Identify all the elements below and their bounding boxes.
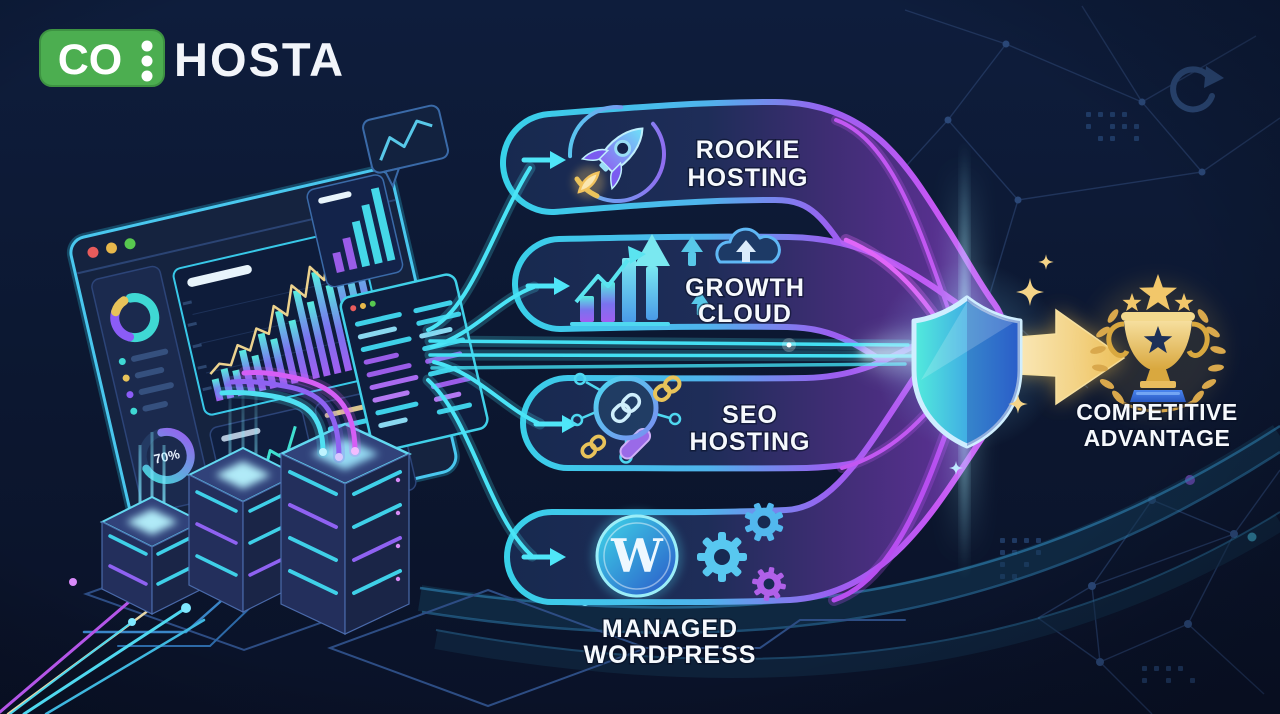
speech-bubble-chart (362, 104, 450, 189)
outcome-label-line2: ADVANTAGE (1084, 425, 1231, 451)
service-label-line1: MANAGED (602, 615, 738, 643)
dashboard-illustration: 70% (66, 104, 489, 544)
window-traffic-lights-icon (87, 238, 136, 258)
logo-green-box (39, 29, 165, 87)
service-label-line2: HOSTING (690, 428, 811, 456)
service-label-line1: SEO (722, 401, 778, 429)
wordpress-letter: W (610, 529, 664, 583)
seo-magnifier-icon (570, 372, 682, 464)
gold-link-icon (652, 375, 682, 402)
server-towers (99, 366, 412, 635)
logo-colon-dots-icon (141, 40, 153, 82)
growth-bars-icon (570, 234, 709, 326)
server-tower-icon (99, 495, 205, 615)
cloud-upload-icon (715, 227, 781, 264)
service-seo-hosting: SEO HOSTING (570, 372, 811, 464)
logo: CO HOSTA (39, 29, 345, 87)
trophy-icon (1090, 274, 1226, 413)
outcome-label-line1: COMPETITIVE (1076, 399, 1237, 425)
shield-icon (911, 295, 1023, 449)
flow-lines (422, 115, 964, 606)
band-arrow-icon (521, 151, 578, 566)
logo-prefix: CO (58, 36, 123, 84)
server-tower-icon (186, 446, 300, 613)
logo-name: HOSTA (174, 33, 345, 86)
laurel-icon (1090, 309, 1226, 413)
service-managed-wordpress: W MANAGED WORDPRESS (582, 495, 791, 671)
service-rookie-hosting: ROOKIE HOSTING (568, 105, 809, 203)
sidebar-panel: 70% (91, 265, 212, 514)
light-beam (138, 380, 258, 508)
gauge-value: 70% (152, 446, 181, 467)
wordpress-icon: W (591, 510, 683, 602)
server-cables (216, 366, 361, 463)
gold-link-icon (580, 434, 607, 459)
service-label-line1: ROOKIE (696, 136, 801, 164)
service-label-line2: WORDPRESS (584, 641, 757, 669)
service-label-line2: HOSTING (688, 164, 809, 192)
sidebar-list (118, 348, 174, 415)
chain-link-icon (610, 392, 642, 424)
mini-bar-panel (306, 174, 404, 288)
outcome-competitive-advantage: COMPETITIVE ADVANTAGE (1075, 274, 1239, 453)
service-growth-cloud: GROWTH CLOUD (570, 227, 805, 330)
convergence (860, 140, 1126, 580)
service-label-line2: CLOUD (698, 300, 792, 328)
rocket-icon (568, 105, 666, 203)
service-label-line1: GROWTH (685, 274, 805, 302)
donut-chart-icon (110, 293, 160, 343)
server-tower-icon (278, 422, 412, 635)
gauge-icon: 70% (138, 427, 195, 484)
